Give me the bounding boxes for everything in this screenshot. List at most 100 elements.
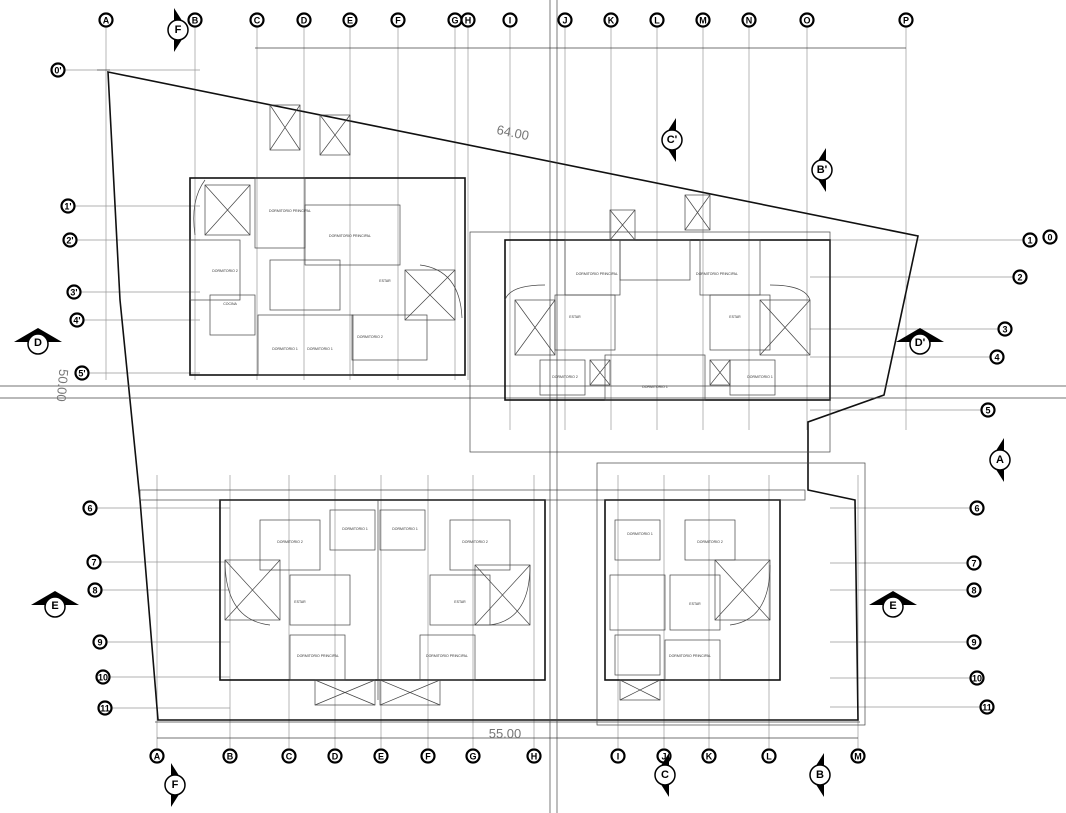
grid-bubble-k-label: K — [608, 16, 615, 26]
section-marker-8: F — [164, 763, 186, 807]
grid-bubble-bottom-i-label: I — [617, 752, 620, 762]
grid-bubble-o: O — [799, 12, 815, 28]
grid-bubble-row-11-label: 11 — [100, 704, 110, 714]
grid-bubble-row-1: 1' — [60, 198, 76, 214]
grid-bubble-bottom-e-label: E — [378, 752, 384, 762]
grid-bubble-m: M — [695, 12, 711, 28]
grid-bubble-bottom-h-label: H — [531, 752, 538, 762]
grid-bubble-bottom-m-label: M — [854, 752, 862, 762]
room-label: ESTAR — [569, 315, 581, 319]
grid-bubble-right-row-5: 5 — [980, 402, 996, 418]
grid-bubble-bottom-k: K — [701, 748, 717, 764]
grid-bubble-bottom-a-label: A — [154, 752, 161, 762]
grid-bubble-bottom-f-label: F — [425, 752, 431, 762]
grid-bubble-i: I — [502, 12, 518, 28]
room-label: DORMITORIO PRINCIPAL — [426, 654, 468, 658]
grid-bubble-bottom-h: H — [526, 748, 542, 764]
room-label: DORMITORIO 2 — [277, 540, 303, 544]
grid-bubble-b-label: B — [192, 16, 199, 26]
grid-bubble-bottom-k-label: K — [706, 752, 713, 762]
section-label: E — [889, 600, 896, 612]
grid-bubble-right-row-11-label: 11 — [982, 703, 992, 713]
grid-bubble-right-row-0-label: 0 — [1047, 233, 1052, 243]
grid-bubble-right-row-3: 3 — [997, 321, 1013, 337]
grid-bubble-bottom-m: M — [850, 748, 866, 764]
room-label: ESTAR — [379, 279, 391, 283]
grid-bubble-bottom-d: D — [327, 748, 343, 764]
grid-bubble-right-row-6: 6 — [969, 500, 985, 516]
grid-bubble-l: L — [649, 12, 665, 28]
room-label: DORMITORIO 1 — [392, 527, 418, 531]
grid-bubble-row-0: 0' — [50, 62, 66, 78]
section-label: D' — [915, 337, 926, 349]
grid-bubble-a-label: A — [103, 16, 110, 26]
section-marker-2: B' — [811, 148, 833, 192]
grid-bubble-bottom-d-label: D — [332, 752, 339, 762]
left-boundary-dimension: 50.00 — [54, 369, 72, 403]
grid-bubble-bottom-b: B — [222, 748, 238, 764]
grid-bubble-bottom-g: G — [465, 748, 481, 764]
grid-bubble-row-3: 3' — [66, 284, 82, 300]
section-marker-0: F — [167, 8, 189, 52]
grid-bubble-bottom-c: C — [281, 748, 297, 764]
section-marker-9: C — [654, 753, 676, 797]
grid-bubble-right-row-1-label: 1 — [1027, 236, 1032, 246]
grid-bubble-row-3-label: 3' — [70, 288, 77, 298]
section-label: B — [816, 769, 824, 781]
section-label: A — [996, 454, 1004, 466]
section-marker-5: A — [989, 438, 1011, 482]
room-label: DORMITORIO PRINCIPAL — [669, 654, 711, 658]
grid-bubble-right-row-1: 1 — [1022, 232, 1038, 248]
grid-bubble-bottom-b-label: B — [227, 752, 234, 762]
grid-bubble-n: N — [741, 12, 757, 28]
room-label: COCINA — [223, 302, 237, 306]
grid-bubble-h: H — [460, 12, 476, 28]
grid-bubble-bottom-e: E — [373, 748, 389, 764]
grid-bubble-m-label: M — [699, 16, 707, 26]
grid-bubble-p: P — [898, 12, 914, 28]
grid-bubble-bottom-i: I — [610, 748, 626, 764]
bottom-overall-dimension: 55.00 — [489, 726, 522, 741]
section-marker-7: E — [869, 591, 917, 618]
room-label: DORMITORIO 2 — [462, 540, 488, 544]
grid-bubble-right-row-3-label: 3 — [1002, 325, 1007, 335]
room-label: DORMITORIO 1 — [627, 532, 653, 536]
grid-bubble-row-7-label: 7 — [91, 558, 96, 568]
room-label: DORMITORIO 2 — [697, 540, 723, 544]
grid-bubble-a: A — [98, 12, 114, 28]
grid-bubble-c-label: C — [254, 16, 261, 26]
grid-bubble-row-4-label: 4' — [73, 316, 80, 326]
room-label: DORMITORIO 1 — [342, 527, 368, 531]
grid-bubble-row-4: 4' — [69, 312, 85, 328]
section-label: C — [661, 769, 669, 781]
section-label: B' — [817, 164, 828, 176]
grid-bubble-right-row-9-label: 9 — [971, 638, 976, 648]
section-marker-4: D' — [896, 328, 944, 355]
room-label: DORMITORIO 2 — [212, 269, 238, 273]
room-label: DORMITORIO 1 — [747, 375, 773, 379]
grid-bubble-right-row-2-label: 2 — [1017, 273, 1022, 283]
grid-bubble-right-row-10: 10 — [969, 670, 985, 686]
grid-bubble-right-row-9: 9 — [966, 634, 982, 650]
room-label: DORMITORIO PRINCIPAL — [297, 654, 339, 658]
grid-bubble-bottom-c-label: C — [286, 752, 293, 762]
grid-bubble-right-row-8-label: 8 — [971, 586, 976, 596]
room-label: ESTAR — [729, 315, 741, 319]
grid-bubble-right-row-7-label: 7 — [971, 559, 976, 569]
grid-bubble-right-row-6-label: 6 — [974, 504, 979, 514]
buildings: DORMITORIO PRINCIPAL DORMITORIO PRINCIPAL… — [139, 104, 866, 726]
grid-bubble-right-row-7: 7 — [966, 555, 982, 571]
grid-bubble-d: D — [296, 12, 312, 28]
grid-bubble-right-row-0: 0 — [1042, 229, 1058, 245]
grid-bubble-c: C — [249, 12, 265, 28]
room-label: DORMITORIO PRINCIPAL — [696, 272, 738, 276]
grid-bubble-row-6-label: 6 — [87, 504, 92, 514]
grid-bubble-row-2: 2' — [62, 232, 78, 248]
grid-bubble-right-row-4-label: 4 — [994, 353, 999, 363]
grid-bubble-g-label: G — [451, 16, 458, 26]
room-label: ESTAR — [294, 600, 306, 604]
